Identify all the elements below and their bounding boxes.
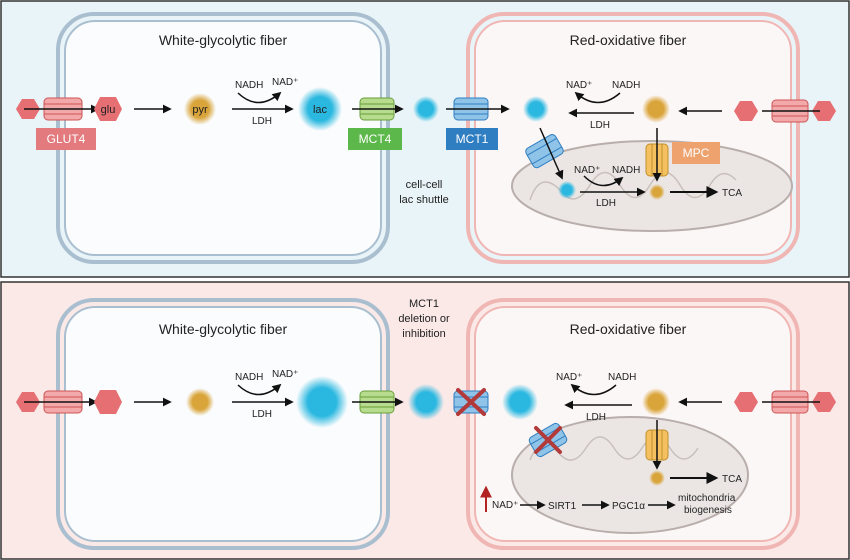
- top-red-fiber-title: Red-oxidative fiber: [570, 32, 687, 48]
- top-nad-right: NAD⁺: [566, 80, 592, 91]
- top-tca: TCA: [722, 188, 742, 199]
- bottom-nad-left: NAD⁺: [272, 369, 298, 380]
- bottom-nadh-left: NADH: [235, 372, 263, 383]
- top-mct4-label: MCT4: [348, 128, 402, 150]
- top-lactate-extracellular-icon: [413, 96, 439, 122]
- bottom-nadh-right: NADH: [608, 372, 636, 383]
- top-mito-mct1-transporter-icon: [525, 134, 564, 169]
- top-pyruvate-red-icon: [642, 95, 670, 123]
- bottom-tca: TCA: [722, 474, 742, 485]
- top-nadh-mito: NADH: [612, 165, 640, 176]
- bottom-pyruvate-icon: [186, 388, 214, 416]
- bottom-nad-right: NAD⁺: [556, 372, 582, 383]
- top-pyruvate-icon: [184, 93, 216, 125]
- bottom-glucose-right-outside-icon: [812, 392, 836, 412]
- top-nadh-right: NADH: [612, 80, 640, 91]
- top-glucose-right-inside-icon: [734, 101, 758, 121]
- top-ldh-mito: LDH: [596, 198, 616, 209]
- bottom-white-fiber-cell: [56, 298, 390, 550]
- bottom-lactate-extracellular-icon: [408, 384, 444, 420]
- top-white-fiber-title: White-glycolytic fiber: [159, 32, 288, 48]
- top-nad-mito: NAD⁺: [574, 165, 600, 176]
- bottom-ldh-right: LDH: [586, 412, 606, 423]
- bottom-pyruvate-mito-icon: [649, 470, 665, 486]
- bottom-lactate-icon: [296, 376, 348, 428]
- top-pyr-label: pyr: [192, 104, 208, 116]
- top-lactate-mito-icon: [558, 181, 576, 199]
- bottom-mct1-line1: MCT1: [409, 298, 439, 310]
- bottom-pyruvate-red-icon: [642, 388, 670, 416]
- svg-text:MCT4: MCT4: [359, 132, 392, 146]
- top-glut4-label: GLUT4: [36, 128, 96, 150]
- svg-text:MCT1: MCT1: [456, 132, 489, 146]
- top-panel: White-glycolytic fiber Red-oxidative fib…: [0, 0, 850, 278]
- bottom-glucose-inside-icon: [94, 390, 122, 414]
- top-shuttle-line2: lac shuttle: [399, 194, 449, 206]
- top-lactate-icon: [298, 87, 342, 131]
- bottom-mct1-inhibited-icon: [453, 388, 489, 416]
- bottom-nad-up: NAD⁺: [492, 500, 518, 511]
- bottom-panel: White-glycolytic fiber Red-oxidative fib…: [0, 281, 850, 560]
- top-mct1-label: MCT1: [446, 128, 498, 150]
- bottom-lactate-red-icon: [502, 384, 538, 420]
- bottom-mito-line2: biogenesis: [684, 505, 732, 516]
- bottom-glucose-right-inside-icon: [734, 392, 758, 412]
- svg-text:MPC: MPC: [683, 146, 710, 160]
- top-ldh-right: LDH: [590, 120, 610, 131]
- top-glu-label: glu: [101, 104, 116, 116]
- top-glucose-right-outside-icon: [812, 101, 836, 121]
- top-ldh-left: LDH: [252, 116, 272, 127]
- bottom-sirt1: SIRT1: [548, 501, 577, 512]
- bottom-mct1-line2: deletion or: [398, 313, 450, 325]
- top-lactate-red-icon: [523, 96, 549, 122]
- bottom-mito-mct1-cross-b: [534, 426, 562, 454]
- top-nad-left: NAD⁺: [272, 77, 298, 88]
- svg-text:GLUT4: GLUT4: [47, 132, 86, 146]
- top-pyruvate-mito-icon: [649, 184, 665, 200]
- top-glucose-inside-icon: [94, 97, 122, 121]
- top-mpc-label: MPC: [672, 142, 720, 164]
- bottom-mito-line1: mitochondria: [678, 493, 736, 504]
- bottom-white-fiber-title: White-glycolytic fiber: [159, 321, 288, 337]
- bottom-mct1-line3: inhibition: [402, 328, 445, 340]
- top-nadh-left: NADH: [235, 80, 263, 91]
- top-lac-label: lac: [313, 104, 328, 116]
- top-white-fiber-cell: [56, 12, 390, 264]
- top-shuttle-line1: cell-cell: [406, 179, 443, 191]
- bottom-red-fiber-title: Red-oxidative fiber: [570, 321, 687, 337]
- bottom-ldh-left: LDH: [252, 409, 272, 420]
- bottom-pgc1a: PGC1α: [612, 501, 645, 512]
